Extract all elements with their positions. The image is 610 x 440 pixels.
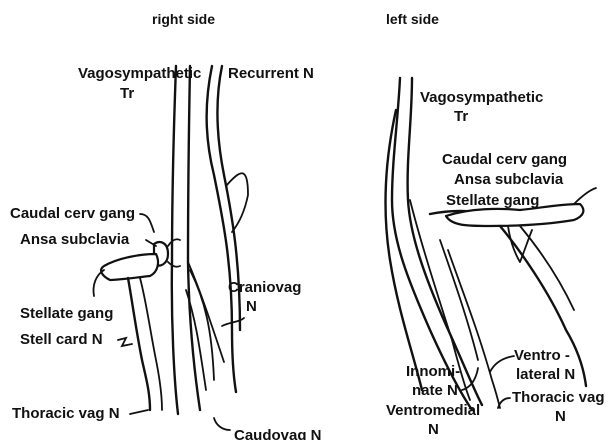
left-ventrolateral-loop	[508, 226, 532, 262]
left-vagosympathetic-trunk-edge	[408, 78, 482, 405]
left-side-labels: Vagosympathetic Tr Caudal cerv gang Ansa…	[386, 89, 605, 438]
right-stellate-label: Stellate gang	[20, 305, 113, 322]
right-stellate-cardiac-nerve-2	[140, 278, 162, 410]
right-ansa-subclavia	[168, 239, 180, 267]
right-caudovag-label: Caudovag N	[234, 427, 322, 440]
left-ventrolateral-label-line1: Ventro -	[514, 347, 570, 364]
left-vagosympathetic-trunk	[392, 78, 472, 410]
right-stell-card-label: Stell card N	[20, 331, 103, 348]
left-inner-cardiac-branch	[440, 240, 478, 360]
right-vagosympathetic-trunk-edge	[188, 66, 200, 410]
left-innominate-label-line2: nate N	[412, 382, 458, 399]
right-stellate-ganglion	[101, 254, 158, 280]
left-side-title: left side	[386, 11, 439, 27]
left-thoracic-vag-label-line1: Thoracic vag	[512, 389, 605, 406]
right-vagosympathetic-label-line1: Vagosympathetic	[78, 65, 201, 82]
right-caudal-cerv-label: Caudal cerv gang	[10, 205, 135, 222]
left-stellate-branch-up	[574, 188, 596, 204]
right-craniovag-label-line1: Craniovag	[228, 279, 301, 296]
right-vagosympathetic-label-line2: Tr	[120, 85, 134, 102]
right-recurrent-label: Recurrent N	[228, 65, 314, 82]
left-ventrolateral-label-line2: lateral N	[516, 366, 575, 383]
left-ansa-label: Ansa subclavia	[454, 171, 564, 188]
right-caudal-cerv-leader	[140, 214, 154, 232]
left-ventromedial-label-line1: Ventromedial	[386, 402, 480, 419]
left-vagosympathetic-label-line1: Vagosympathetic	[420, 89, 543, 106]
left-ventromedial-label-line2: N	[428, 421, 439, 438]
right-side-title: right side	[152, 11, 215, 27]
right-ansa-label: Ansa subclavia	[20, 231, 130, 248]
right-caudovag-leader	[214, 418, 230, 430]
right-thoracic-vag-label: Thoracic vag N	[12, 405, 120, 422]
left-vagosympathetic-label-line2: Tr	[454, 108, 468, 125]
left-stellate-label: Stellate gang	[446, 192, 539, 209]
left-ventrolateral-leader	[490, 356, 514, 372]
left-caudal-cerv-label: Caudal cerv gang	[442, 151, 567, 168]
left-thoracic-vag-label-line2: N	[555, 408, 566, 425]
right-craniovag-label-line2: N	[246, 298, 257, 315]
right-thoracic-vag-leader	[130, 410, 148, 414]
left-innominate-label-line1: Innomi-	[406, 363, 460, 380]
right-stell-card-leader	[118, 338, 132, 346]
